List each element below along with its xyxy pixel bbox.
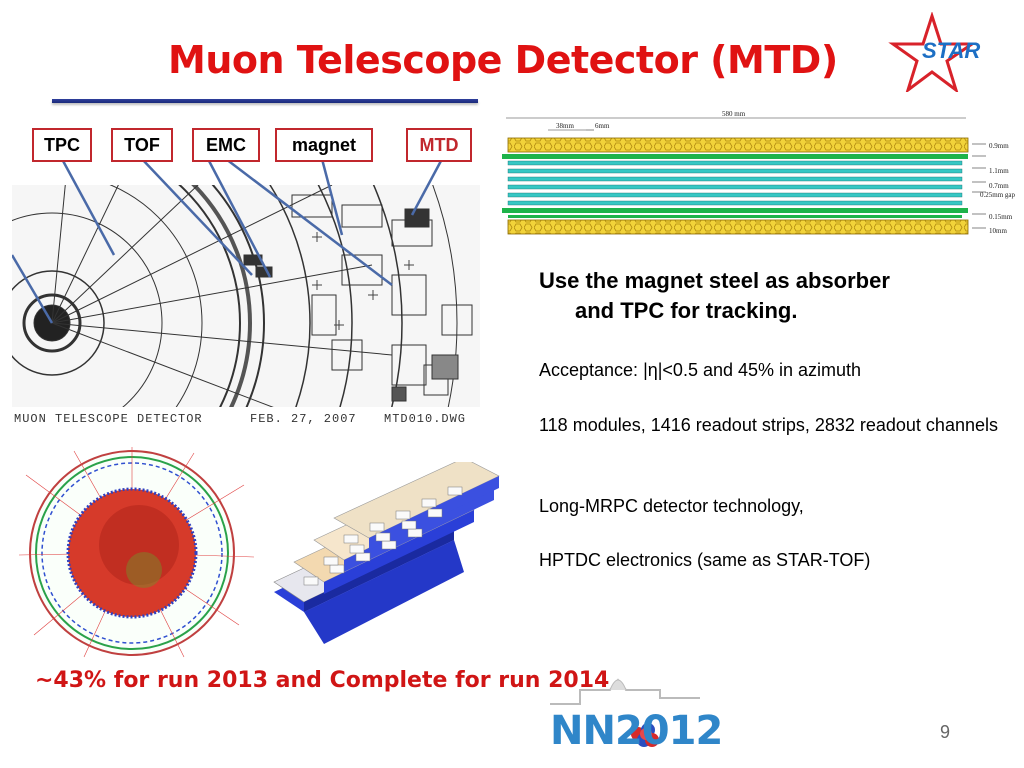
label-emc: EMC <box>192 128 260 162</box>
dim-d1: 0.9mm <box>989 142 1009 150</box>
event-display-image <box>18 447 255 658</box>
dim-d5: 0.15mm <box>989 213 1013 221</box>
drawing-caption-date: FEB. 27, 2007 <box>250 412 357 426</box>
title-underline <box>52 99 478 103</box>
main-heading: Use the magnet steel as absorber and TPC… <box>539 266 1009 326</box>
dim-total: 580 mm <box>722 110 746 118</box>
drawing-caption-title: MUON TELESCOPE DETECTOR <box>14 412 203 426</box>
label-magnet: magnet <box>275 128 373 162</box>
heading-line-1: Use the magnet steel as absorber <box>539 268 890 293</box>
dim-d3: 0.7mm <box>989 182 1009 190</box>
dim-d6: 10mm <box>989 227 1007 235</box>
nn2012-logo-text: NN2012 <box>550 708 723 754</box>
heading-line-2: and TPC for tracking. <box>575 298 798 323</box>
label-tpc: TPC <box>32 128 92 162</box>
dim-segment: 38mm <box>556 122 574 130</box>
star-outline-icon <box>888 11 977 94</box>
page-number: 9 <box>940 722 951 742</box>
bullet-modules: 118 modules, 1416 readout strips, 2832 r… <box>539 415 998 435</box>
detector-cross-section <box>12 158 480 407</box>
slide-title: Muon Telescope Detector (MTD) <box>168 38 838 82</box>
dim-d4: 0.25mm gap <box>980 191 1015 199</box>
mrpc-layer-diagram: 580 mm 38mm 6mm 0.9mm 1.1mm 0.7mm 0.25mm… <box>502 110 1015 235</box>
label-mtd: MTD <box>406 128 472 162</box>
run-status-note: ~43% for run 2013 and Complete for run 2… <box>35 668 610 693</box>
bullet-acceptance: Acceptance: |η|<0.5 and 45% in azimuth <box>539 360 862 380</box>
star-logo-text: STAR <box>922 38 981 63</box>
mtd-modules-render <box>273 462 500 644</box>
label-tof: TOF <box>111 128 173 162</box>
bullet-electronics: HPTDC electronics (same as STAR-TOF) <box>539 550 871 570</box>
drawing-caption-file: MTD010.DWG <box>384 412 467 426</box>
bullet-technology: Long-MRPC detector technology, <box>539 496 804 516</box>
nn2012-logo-graphic <box>550 678 700 747</box>
star-logo: STAR <box>888 11 1006 94</box>
nucleus-icon <box>631 723 659 747</box>
nn2012-logo: NN2012 <box>540 668 730 758</box>
dim-gap: 6mm <box>595 122 610 130</box>
dim-d2: 1.1mm <box>989 167 1009 175</box>
